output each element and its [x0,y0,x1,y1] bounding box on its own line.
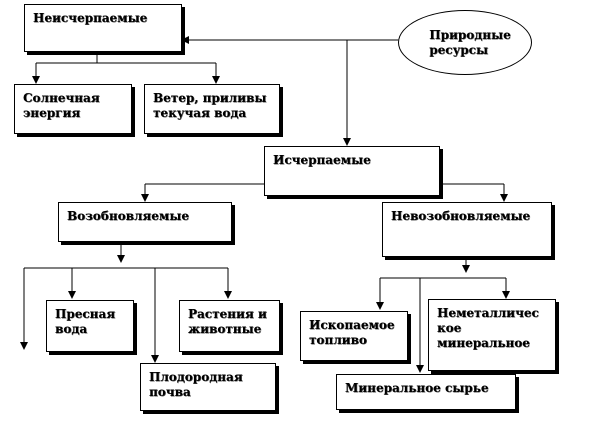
nonmetallic-label: Неметалличес кое минеральное [437,306,539,350]
renewable-label: Возобновляемые [67,209,189,223]
inexhaustible-node: Неисчерпаемые [24,4,182,52]
mineral-raw-node: Минеральное сырье [336,374,516,410]
renewable-node: Возобновляемые [58,202,232,242]
fertile-soil-label: Плодородная почва [149,370,243,399]
fossil-fuel-node: Ископаемое топливо [300,311,408,361]
fresh-water-node: Пресная вода [46,300,134,352]
inexhaustible-label: Неисчерпаемые [33,11,148,25]
solar-energy-node: Солнечная энергия [14,84,132,134]
plants-animals-node: Растения и животные [179,300,280,352]
fresh-water-label: Пресная вода [55,307,116,336]
plants-animals-label: Растения и животные [188,307,267,336]
wind-tides-node: Ветер, приливы текучая вода [144,84,280,134]
fertile-soil-node: Плодородная почва [140,363,276,411]
wind-tides-label: Ветер, приливы текучая вода [153,91,267,120]
nonrenewable-node: Невозобновляемые [382,202,552,257]
fossil-fuel-label: Ископаемое топливо [309,318,395,347]
nonrenewable-label: Невозобновляемые [391,209,531,223]
natural-resources-node: Природные ресурсы [398,10,532,75]
exhaustible-node: Исчерпаемые [264,146,440,196]
natural-resources-label: Природные ресурсы [429,27,511,57]
solar-energy-label: Солнечная энергия [23,91,100,120]
mineral-raw-label: Минеральное сырье [345,381,489,395]
nonmetallic-node: Неметалличес кое минеральное [428,299,556,371]
exhaustible-label: Исчерпаемые [273,153,371,167]
